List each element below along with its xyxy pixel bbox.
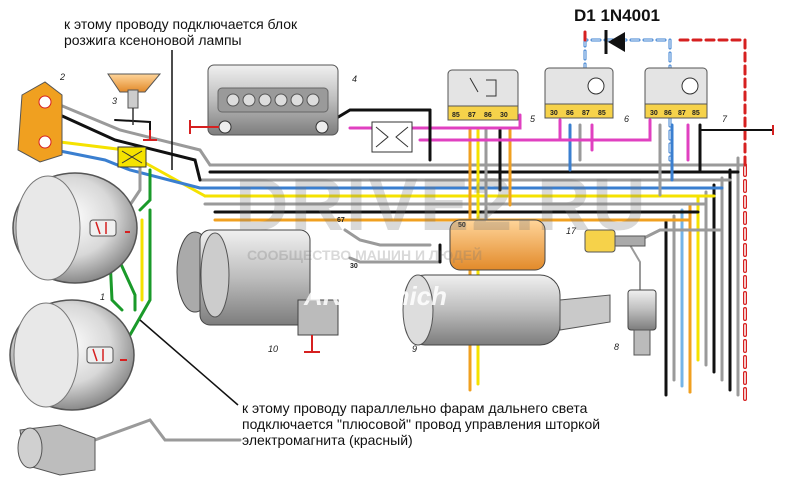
switch-sensor <box>107 73 162 125</box>
terminal-labels: 67 30 50 85 87 86 30 30 86 87 85 30 86 8… <box>337 110 700 270</box>
sensor-8 <box>627 289 657 356</box>
annotation-bottom-line1: к этому проводу параллельно фарам дальне… <box>242 400 588 416</box>
annotation-top-line2: розжига ксеноновой лампы <box>64 32 242 48</box>
watermark-author: ARTyomich <box>304 281 448 311</box>
label-num-9: 9 <box>412 344 417 354</box>
relay-7 <box>644 67 708 119</box>
relay6-terminal-86: 86 <box>566 110 574 117</box>
relay-6 <box>544 67 614 119</box>
alternator <box>176 229 339 353</box>
diode-label: D1 1N4001 <box>574 6 661 25</box>
terminal-30: 30 <box>350 263 358 270</box>
relay6-terminal-85: 85 <box>598 110 606 117</box>
relay6-terminal-87: 87 <box>582 110 590 117</box>
relay6-terminal-30: 30 <box>550 110 558 117</box>
headlight-lower <box>9 299 135 411</box>
relay5-terminal-30: 30 <box>500 112 508 119</box>
label-num-4: 4 <box>352 74 357 84</box>
relay7-terminal-86: 86 <box>664 110 672 117</box>
terminal-50: 50 <box>458 222 466 229</box>
label-num-10: 10 <box>268 344 278 354</box>
annotation-bottom-line2: подключается "плюсовой" провод управлени… <box>242 416 601 432</box>
relay5-terminal-85: 85 <box>452 112 460 119</box>
label-num-17: 17 <box>566 226 577 236</box>
headlight-upper <box>12 172 138 284</box>
starter <box>402 219 611 346</box>
watermark-sub: СООБЩЕСТВО МАШИН И ЛЮДЕЙ <box>247 247 483 263</box>
annotation-leaders <box>139 50 239 406</box>
connector-blocks <box>117 121 413 168</box>
ground-symbols <box>120 125 774 361</box>
side-repeater-lamp <box>17 81 63 163</box>
annotation-top-line1: к этому проводу подключается блок <box>64 16 298 32</box>
diode-symbol <box>604 30 625 54</box>
component-numbers: 1 2 3 4 5 6 7 8 9 10 17 <box>59 72 728 354</box>
label-num-7: 7 <box>722 114 728 124</box>
label-num-6: 6 <box>624 114 629 124</box>
relay7-terminal-30: 30 <box>650 110 658 117</box>
label-num-2: 2 <box>59 72 65 82</box>
horn <box>17 424 96 476</box>
relay-5 <box>447 69 519 121</box>
label-num-8: 8 <box>614 342 619 352</box>
label-num-1: 1 <box>100 292 105 302</box>
relay5-terminal-86: 86 <box>484 112 492 119</box>
watermark-main: DRIVE2.RU <box>235 163 648 246</box>
terminal-67: 67 <box>337 217 345 224</box>
annotation-top: к этому проводу подключается блок розжиг… <box>64 16 297 48</box>
sensor-17 <box>584 229 646 253</box>
relay7-terminal-87: 87 <box>678 110 686 117</box>
battery <box>189 64 339 136</box>
label-num-3: 3 <box>112 96 117 106</box>
label-num-5: 5 <box>530 114 536 124</box>
annotation-bottom: к этому проводу параллельно фарам дальне… <box>242 400 600 448</box>
relay7-terminal-85: 85 <box>692 110 700 117</box>
annotation-bottom-line3: электромагнита (красный) <box>242 432 413 448</box>
relay5-terminal-87: 87 <box>468 112 476 119</box>
